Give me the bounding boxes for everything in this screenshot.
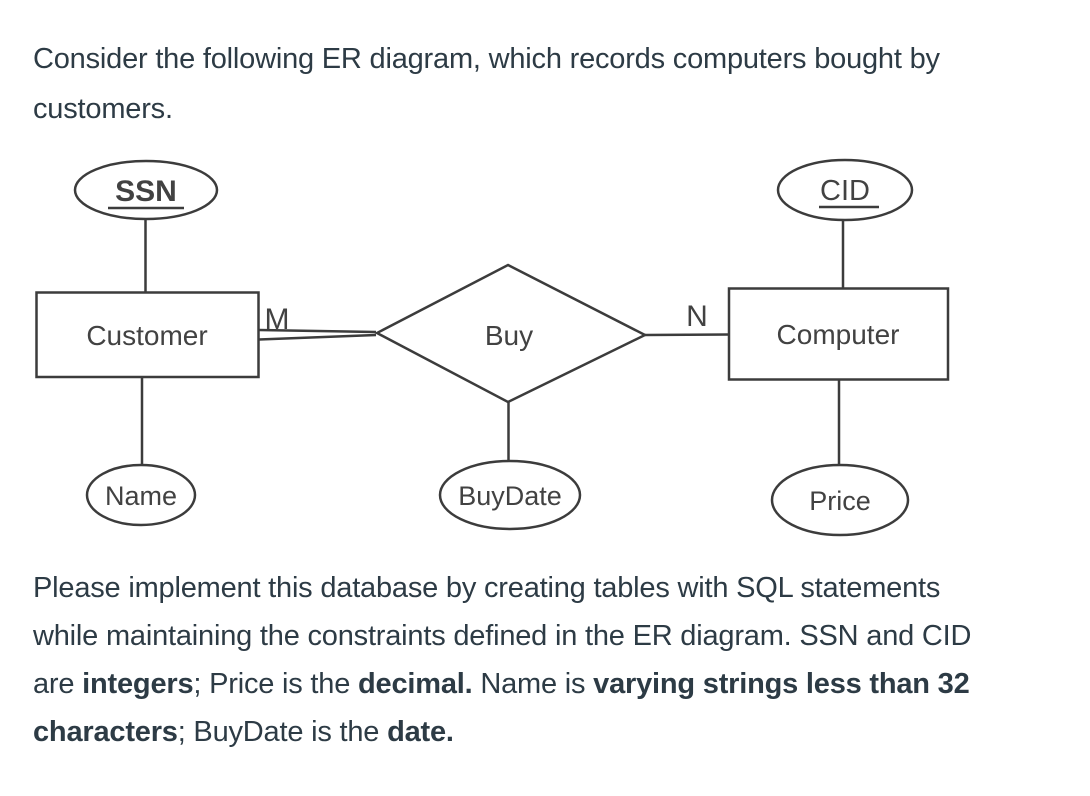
attribute-ssn-label: SSN bbox=[115, 175, 177, 208]
question-line-1: Please implement this database by creati… bbox=[33, 572, 941, 604]
entity-computer-box bbox=[727, 287, 950, 381]
entity-customer-label: Customer bbox=[86, 320, 207, 351]
intro-line-1: Consider the following ER diagram, which… bbox=[33, 43, 940, 75]
connector-buy-computer bbox=[644, 333, 731, 337]
attribute-ssn-ellipse bbox=[73, 159, 219, 221]
entity-customer-box bbox=[35, 291, 260, 379]
intro-paragraph: Consider the following ER diagram, which… bbox=[33, 34, 1083, 134]
connector-customer-buy-double-top bbox=[258, 328, 377, 334]
question-segment: are bbox=[33, 668, 83, 700]
er-diagram: SSN CID Customer Computer Buy M N Name B… bbox=[35, 158, 950, 537]
relationship-buy-label: Buy bbox=[485, 320, 533, 351]
question-paragraph: Please implement this database by creati… bbox=[33, 564, 1083, 756]
attribute-cid-label: CID bbox=[820, 175, 870, 207]
question-segment: ; BuyDate is the bbox=[177, 716, 388, 748]
question-segment-bold-date: date. bbox=[387, 716, 454, 748]
question-segment-bold-integers: integers bbox=[82, 668, 194, 700]
question-segment: ; Price is the bbox=[193, 668, 359, 700]
attribute-name-label: Name bbox=[105, 481, 177, 511]
cardinality-n-label: N bbox=[686, 300, 708, 333]
attribute-buydate-label: BuyDate bbox=[458, 481, 562, 511]
attribute-price-ellipse bbox=[770, 463, 910, 537]
question-segment: Name is bbox=[472, 668, 594, 700]
entity-computer-label: Computer bbox=[777, 319, 900, 350]
attribute-name-ellipse bbox=[85, 463, 197, 527]
intro-line-2: customers. bbox=[33, 93, 173, 125]
cardinality-m-label: M bbox=[265, 303, 290, 336]
question-line-2: while maintaining the constraints define… bbox=[33, 620, 972, 652]
attribute-price-label: Price bbox=[809, 486, 871, 516]
relationship-buy-diamond bbox=[374, 263, 648, 404]
question-segment-bold-varying: varying strings less than 32 bbox=[593, 668, 970, 700]
attribute-cid-ellipse bbox=[776, 158, 914, 222]
question-segment-bold-decimal: decimal. bbox=[358, 668, 473, 700]
question-segment-bold-characters: characters bbox=[33, 716, 178, 748]
connector-customer-buy-double-bottom bbox=[258, 333, 377, 341]
attribute-buydate-ellipse bbox=[438, 459, 582, 531]
